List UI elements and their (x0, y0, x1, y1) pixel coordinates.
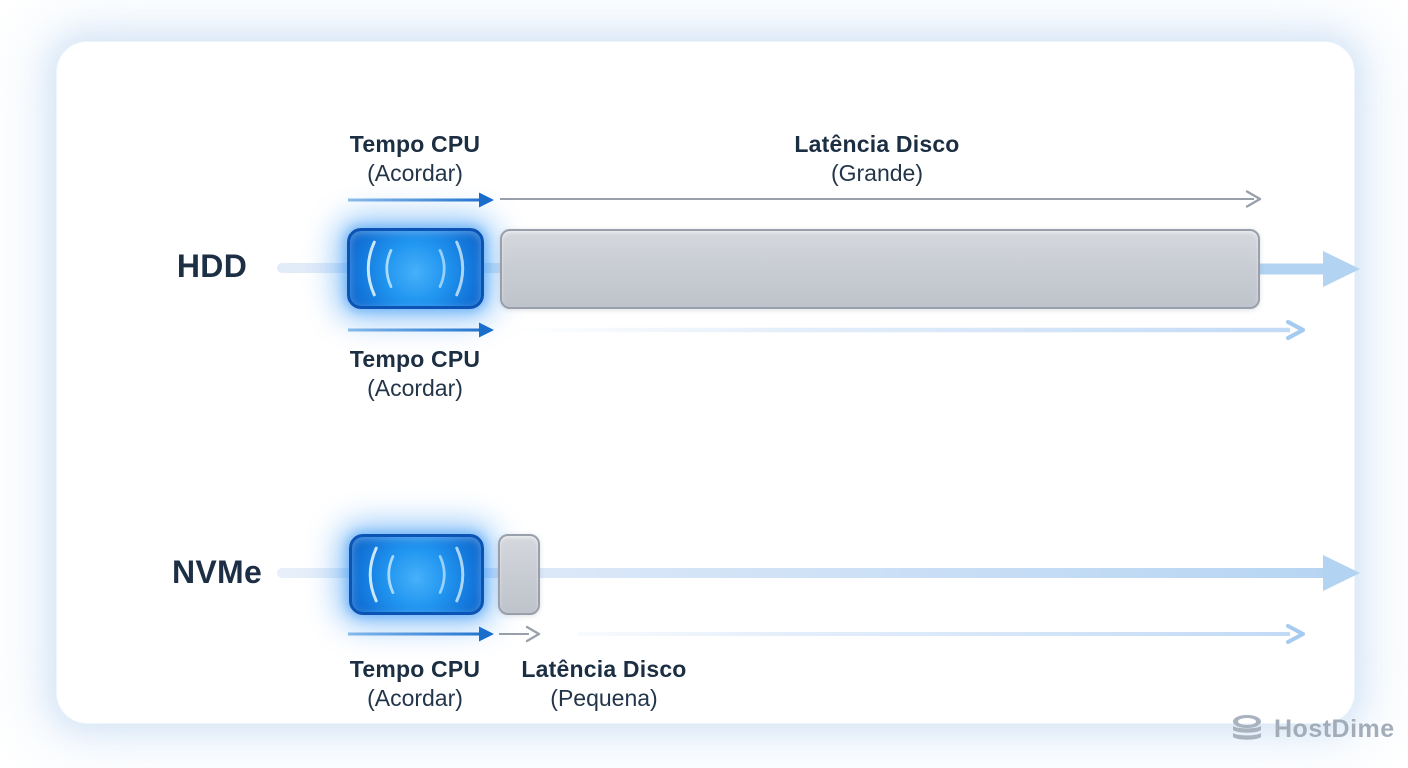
hdd-row-label: HDD (176, 248, 248, 284)
label-title: Tempo CPU (349, 656, 481, 682)
nvme-cpu-time-label-bottom: Tempo CPU (Acordar) (315, 655, 515, 713)
label-title: Tempo CPU (349, 346, 481, 372)
hdd-timeline-exit-arrow (1258, 251, 1360, 287)
label-title: Latência Disco (794, 131, 960, 157)
diagram-card: HDD NVMe Tempo CPU (Acordar) Latência Di… (57, 42, 1394, 743)
hdd-disk-latency-block (500, 229, 1260, 309)
nvme-disk-latency-arrow-bottom (499, 625, 541, 643)
vibration-waves-icon (368, 546, 465, 603)
hdd-secondary-flow-arrow (517, 319, 1306, 341)
label-subtitle: (Acordar) (367, 375, 463, 401)
hdd-disk-latency-label-top: Latência Disco (Grande) (757, 130, 997, 188)
nvme-timeline-exit-arrow (1323, 555, 1360, 591)
hdd-cpu-time-arrow-top (348, 192, 494, 208)
nvme-disk-latency-label-bottom: Latência Disco (Pequena) (494, 655, 714, 713)
hdd-cpu-time-label-bottom: Tempo CPU (Acordar) (315, 345, 515, 403)
nvme-cpu-chip-block (349, 534, 484, 615)
label-title: Latência Disco (521, 656, 687, 682)
hostdime-logo: HostDime (1229, 714, 1395, 744)
nvme-disk-latency-block (498, 534, 540, 615)
layers-stack-icon (1233, 715, 1261, 740)
hdd-cpu-chip-block (347, 228, 484, 309)
hostdime-logo-text: HostDime (1274, 714, 1395, 743)
label-subtitle: (Acordar) (367, 685, 463, 711)
nvme-cpu-time-arrow-bottom (348, 626, 494, 642)
label-title: Tempo CPU (349, 131, 481, 157)
arrows-overlay (277, 190, 1360, 644)
nvme-row-label: NVMe (171, 554, 263, 590)
label-subtitle: (Acordar) (367, 160, 463, 186)
vibration-waves-icon (366, 240, 465, 297)
hdd-cpu-time-arrow-bottom (348, 322, 494, 338)
hdd-disk-latency-arrow-top (500, 190, 1262, 208)
hdd-cpu-time-label-top: Tempo CPU (Acordar) (315, 130, 515, 188)
label-subtitle: (Pequena) (550, 685, 658, 711)
nvme-secondary-flow-arrow (577, 624, 1305, 644)
label-subtitle: (Grande) (830, 160, 924, 186)
